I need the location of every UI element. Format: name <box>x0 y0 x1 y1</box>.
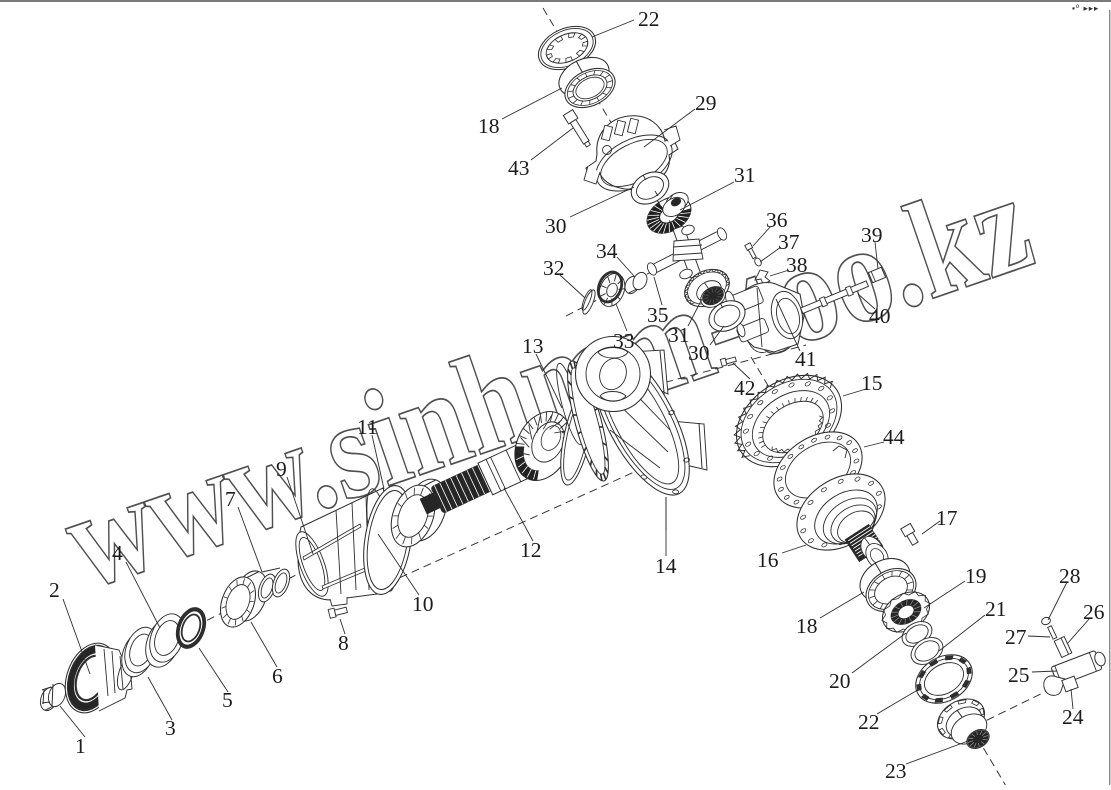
svg-text:2: 2 <box>49 578 60 602</box>
svg-text:27: 27 <box>1005 625 1027 649</box>
svg-text:39: 39 <box>861 223 883 247</box>
svg-text:35: 35 <box>647 303 669 327</box>
svg-text:1: 1 <box>75 734 86 758</box>
svg-text:30: 30 <box>688 341 710 365</box>
svg-text:26: 26 <box>1083 600 1105 624</box>
svg-text:42: 42 <box>734 376 756 400</box>
svg-text:21: 21 <box>985 597 1007 621</box>
svg-text:13: 13 <box>522 334 544 358</box>
svg-text:8: 8 <box>338 631 349 655</box>
svg-text:28: 28 <box>1059 564 1081 588</box>
svg-text:25: 25 <box>1008 663 1030 687</box>
svg-text:▪º ▸▸▸: ▪º ▸▸▸ <box>1072 3 1099 13</box>
svg-text:38: 38 <box>786 253 808 277</box>
svg-text:16: 16 <box>757 548 779 572</box>
svg-text:40: 40 <box>869 304 891 328</box>
svg-text:4: 4 <box>112 541 123 565</box>
svg-text:12: 12 <box>520 538 542 562</box>
svg-text:9: 9 <box>276 457 287 481</box>
svg-text:22: 22 <box>858 710 880 734</box>
svg-text:37: 37 <box>778 230 800 254</box>
svg-text:3: 3 <box>165 716 176 740</box>
svg-text:11: 11 <box>357 415 378 439</box>
svg-text:18: 18 <box>796 614 818 638</box>
svg-text:18: 18 <box>478 114 500 138</box>
svg-text:10: 10 <box>412 592 434 616</box>
svg-text:31: 31 <box>668 323 690 347</box>
svg-text:6: 6 <box>272 664 283 688</box>
svg-text:15: 15 <box>861 371 883 395</box>
svg-text:17: 17 <box>936 506 958 530</box>
svg-text:20: 20 <box>829 669 851 693</box>
svg-text:43: 43 <box>508 156 530 180</box>
svg-text:41: 41 <box>795 347 817 371</box>
svg-text:23: 23 <box>885 759 907 783</box>
svg-text:34: 34 <box>596 239 618 263</box>
svg-text:22: 22 <box>638 7 660 31</box>
svg-text:29: 29 <box>695 91 717 115</box>
svg-text:30: 30 <box>545 214 567 238</box>
svg-text:7: 7 <box>225 487 236 511</box>
svg-text:19: 19 <box>965 564 987 588</box>
svg-text:33: 33 <box>613 329 635 353</box>
svg-text:44: 44 <box>883 425 905 449</box>
svg-text:14: 14 <box>655 554 677 578</box>
svg-text:31: 31 <box>734 163 756 187</box>
